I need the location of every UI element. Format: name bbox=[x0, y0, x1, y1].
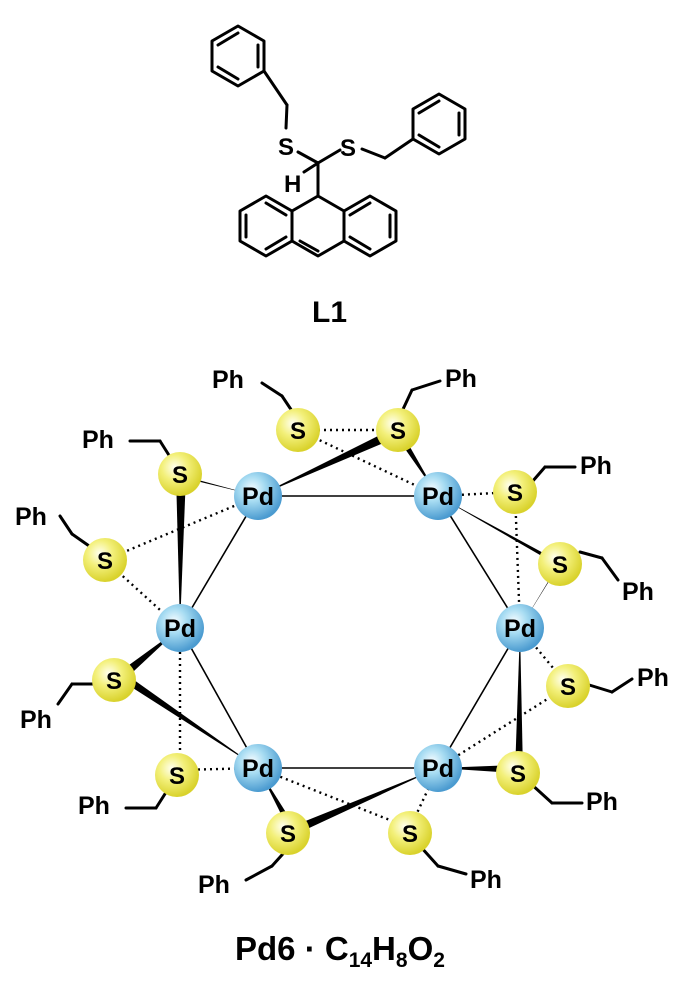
sulfur-atom bbox=[496, 751, 540, 795]
phenyl-label: Ph bbox=[470, 866, 502, 894]
sulfur-label: S bbox=[290, 418, 306, 445]
phenyl-label: Ph bbox=[445, 365, 477, 393]
sulfur-label: S bbox=[510, 761, 526, 788]
palladium-label: Pd bbox=[422, 483, 454, 511]
palladium-atom bbox=[234, 744, 282, 792]
sulfur-label: S bbox=[172, 462, 188, 489]
pd-pd-bonds bbox=[179, 495, 521, 769]
sulfur-label: S bbox=[560, 674, 576, 701]
benzene-ring-left bbox=[210, 24, 266, 88]
cs-bond-left bbox=[296, 150, 320, 165]
sulfur-atom bbox=[155, 753, 199, 797]
palladium-atom bbox=[414, 472, 462, 520]
ch2-bond-right bbox=[383, 137, 415, 160]
sulfur-label: S bbox=[402, 821, 418, 848]
phenyl-label: Ph bbox=[78, 792, 110, 820]
s-ch2-bond-right bbox=[360, 147, 387, 160]
sulfur-atom bbox=[546, 664, 590, 708]
caption-sub-14: 14 bbox=[349, 949, 373, 972]
sulfur-atom bbox=[538, 542, 582, 586]
palladium-atom bbox=[414, 744, 462, 792]
sulfur-label: S bbox=[507, 480, 523, 507]
ch-s-bond-right bbox=[316, 148, 342, 165]
caption-h: H bbox=[372, 930, 396, 967]
caption-sub-2: 2 bbox=[433, 949, 445, 972]
s-bond-left bbox=[284, 103, 289, 130]
palladium-atom bbox=[496, 604, 544, 652]
palladium-label: Pd bbox=[422, 755, 454, 783]
phenyl-label: Ph bbox=[622, 578, 654, 606]
sulfur-atom bbox=[276, 408, 320, 452]
pd6-cluster: S S S S S S S S S S S S Pd Pd Pd Pd Pd P… bbox=[15, 365, 669, 899]
palladium-atom bbox=[156, 604, 204, 652]
sulfur-atom bbox=[388, 811, 432, 855]
sulfur-atom bbox=[83, 538, 127, 582]
palladium-labels: Pd Pd Pd Pd Pd Pd bbox=[164, 483, 536, 783]
ligand-sulfur-left: S bbox=[278, 134, 294, 161]
ligand-hydrogen: H bbox=[284, 171, 301, 198]
sulfur-atom bbox=[266, 811, 310, 855]
ligand-l1: S S H L1 bbox=[210, 24, 467, 329]
sulfur-label: S bbox=[280, 821, 296, 848]
sulfur-label: S bbox=[390, 418, 406, 445]
phenyl-label: Ph bbox=[212, 366, 244, 394]
anthracene bbox=[238, 194, 398, 258]
phenyl-label: Ph bbox=[198, 871, 230, 899]
sulfur-atom bbox=[376, 408, 420, 452]
phenyl-label: Ph bbox=[580, 452, 612, 480]
caption-pre: Pd6 · C bbox=[235, 930, 349, 967]
phenyl-label: Ph bbox=[586, 788, 618, 816]
sulfur-atom bbox=[158, 452, 202, 496]
palladium-label: Pd bbox=[164, 615, 196, 643]
palladium-label: Pd bbox=[242, 483, 274, 511]
sulfur-atom bbox=[493, 470, 537, 514]
palladium-label: Pd bbox=[504, 615, 536, 643]
palladium-atoms bbox=[156, 472, 544, 792]
sulfur-labels: S S S S S S S S S S S S bbox=[97, 418, 576, 848]
ch-h-bond bbox=[302, 161, 320, 174]
ligand-label: L1 bbox=[312, 296, 347, 329]
palladium-atom bbox=[234, 472, 282, 520]
sulfur-label: S bbox=[169, 763, 185, 790]
palladium-label: Pd bbox=[242, 755, 274, 783]
sulfur-atom bbox=[92, 658, 136, 702]
formula-caption: Pd6 · C14H8O2 bbox=[235, 930, 445, 972]
phenyl-labels: Ph Ph Ph Ph Ph Ph Ph Ph Ph Ph Ph Ph bbox=[15, 365, 669, 899]
sulfur-label: S bbox=[106, 668, 122, 695]
caption-sub-8: 8 bbox=[396, 949, 408, 972]
phenyl-label: Ph bbox=[637, 664, 669, 692]
phenyl-label: Ph bbox=[20, 706, 52, 734]
benzene-ring-right bbox=[411, 92, 467, 156]
caption-o: O bbox=[408, 930, 434, 967]
ch2-bond-left bbox=[262, 69, 289, 107]
phenyl-label: Ph bbox=[82, 426, 114, 454]
phenyl-label: Ph bbox=[15, 503, 47, 531]
sulfur-atoms bbox=[83, 408, 590, 855]
ligand-sulfur-right: S bbox=[340, 135, 356, 162]
sulfur-label: S bbox=[97, 548, 113, 575]
sulfur-label: S bbox=[552, 552, 568, 579]
